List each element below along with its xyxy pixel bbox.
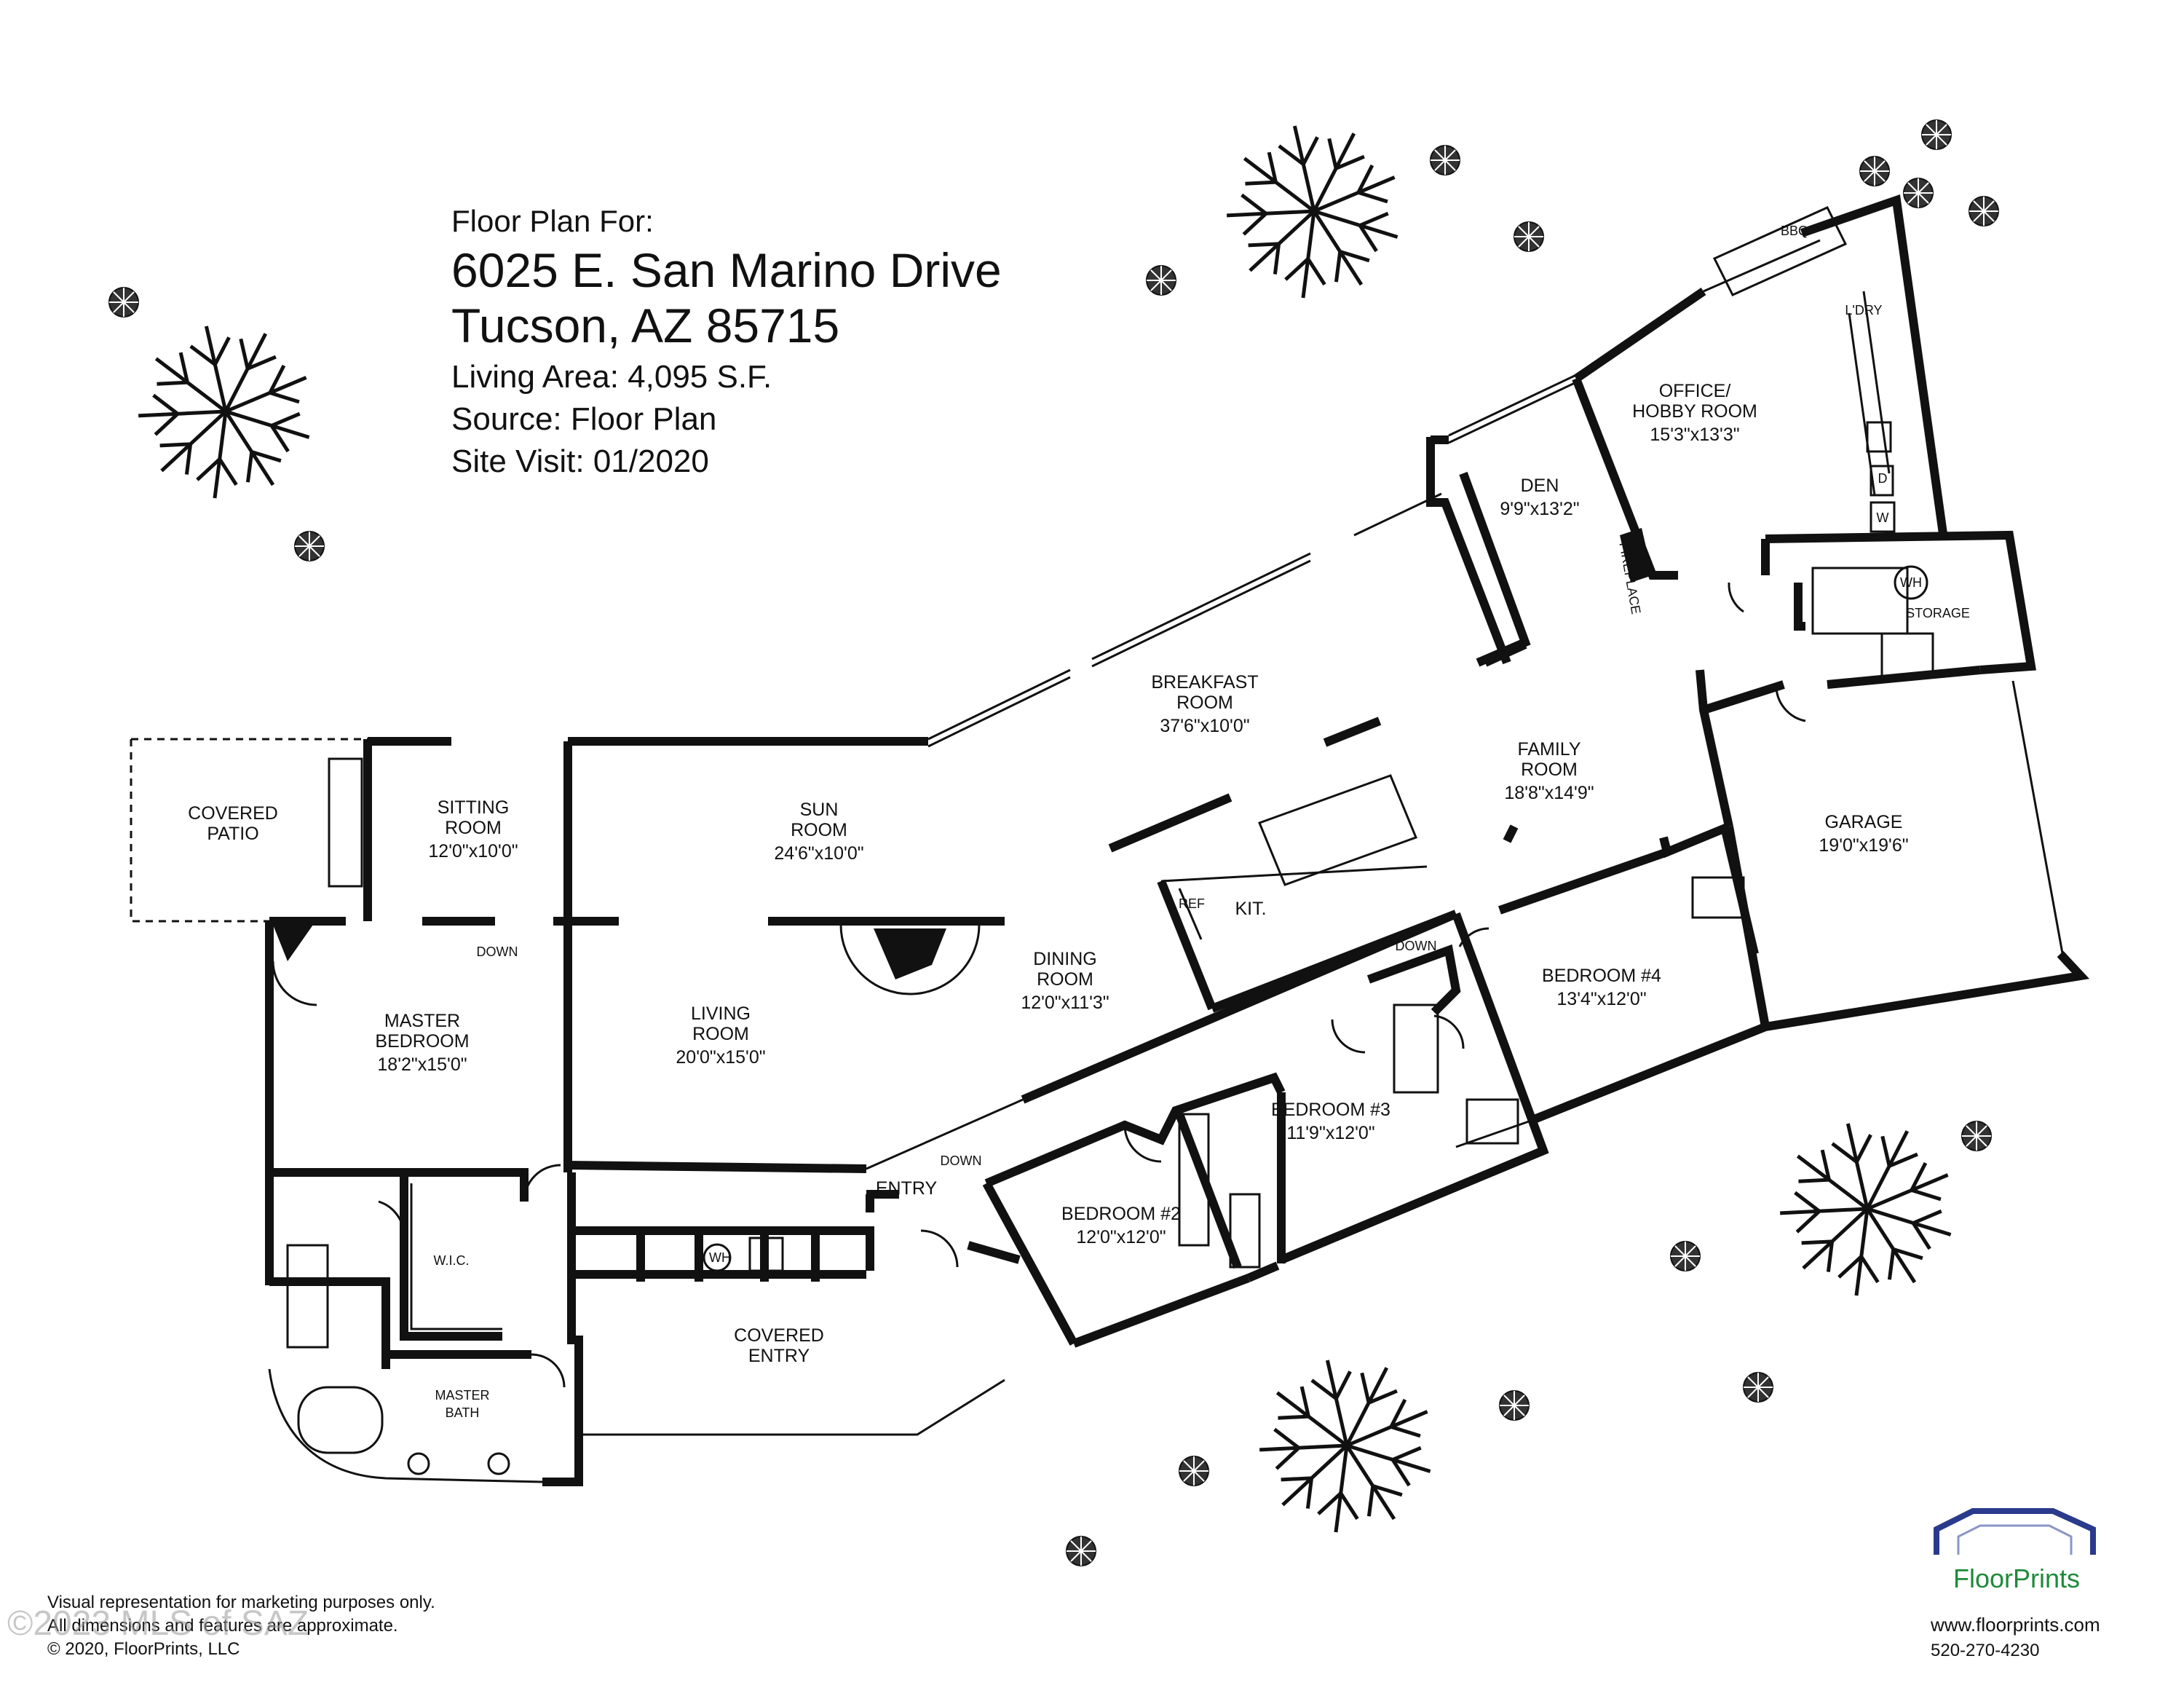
down-label-entry: DOWN [941, 1153, 982, 1168]
bbq-label: BBQ [1781, 224, 1808, 238]
shrub-icon [294, 531, 325, 561]
shrub-icon [1179, 1456, 1209, 1486]
dining-room-label-2: ROOM [1037, 969, 1093, 990]
shrub-icon [1514, 221, 1544, 252]
refrigerator-label: REF [1179, 896, 1205, 911]
kitchen-label: KIT. [1235, 899, 1266, 919]
breakfast-room-label-2: ROOM [1176, 693, 1233, 713]
garage-label: GARAGE [1825, 812, 1903, 832]
office-dim: 15'3"x13'3" [1650, 425, 1739, 445]
master-bath-label-2: BATH [446, 1405, 480, 1420]
dining-room-dim: 12'0"x11'3" [1021, 993, 1109, 1013]
shrub-icon [1499, 1390, 1530, 1421]
header-label: Floor Plan For: [451, 204, 654, 238]
covered-entry-label: COVERED [734, 1325, 824, 1346]
shrub-icon [1066, 1536, 1096, 1566]
header-living-area: Living Area: 4,095 S.F. [451, 359, 772, 395]
tree-icon [138, 326, 310, 499]
garage-dim: 19'0"x19'6" [1819, 835, 1908, 856]
shrub-icon [1146, 265, 1176, 296]
header-address: 6025 E. San Marino Drive [451, 243, 1002, 297]
family-room-label-2: ROOM [1521, 760, 1578, 780]
house-inner-icon [1957, 1524, 2073, 1555]
master-bedroom-label: MASTER [384, 1011, 460, 1031]
breakfast-room-label: BREAKFAST [1151, 672, 1258, 693]
office-label-2: HOBBY ROOM [1632, 401, 1757, 422]
covered-patio-label: COVERED [188, 803, 278, 824]
sitting-room-label: SITTING [438, 797, 510, 818]
header-site-visit: Site Visit: 01/2020 [451, 443, 709, 479]
bedroom-4-label: BEDROOM #4 [1542, 966, 1661, 986]
master-bath-label: MASTER [435, 1388, 489, 1403]
den-dim: 9'9"x13'2" [1500, 499, 1579, 519]
shrub-icon [108, 287, 139, 318]
interior-details [272, 291, 1934, 1475]
tree-icon [1227, 125, 1398, 299]
storage-label: STORAGE [1906, 606, 1970, 620]
office-label: OFFICE/ [1659, 381, 1731, 401]
washer-label: W [1877, 510, 1889, 525]
header-source: Source: Floor Plan [451, 401, 716, 437]
sun-room-label-2: ROOM [791, 820, 847, 840]
living-room-dim: 20'0"x15'0" [676, 1047, 765, 1068]
shrub-icon [1961, 1121, 1992, 1151]
breakfast-room-dim: 37'6"x10'0" [1160, 716, 1249, 736]
bedroom-2-dim: 12'0"x12'0" [1076, 1227, 1166, 1247]
covered-patio-label-2: PATIO [207, 824, 258, 844]
covered-patio-outline [130, 738, 368, 923]
living-room-label-2: ROOM [692, 1024, 749, 1044]
disclaimer-line-2: All dimensions and features are approxim… [47, 1616, 398, 1636]
floorprints-logo: FloorPrints www.floorprints.com 520-270-… [1930, 1508, 2100, 1660]
copyright-line: © 2020, FloorPrints, LLC [47, 1639, 240, 1659]
brand-website: www.floorprints.com [1930, 1614, 2100, 1636]
bedroom-4-dim: 13'4"x12'0" [1556, 989, 1646, 1009]
covered-entry-label-2: ENTRY [748, 1346, 810, 1366]
tree-icon [1259, 1360, 1431, 1533]
brand-phone: 520-270-4230 [1931, 1641, 2039, 1660]
shrub-icon [1903, 178, 1934, 208]
walls [265, 194, 2090, 1486]
shrub-icon [1430, 145, 1460, 175]
master-bedroom-label-2: BEDROOM [375, 1031, 469, 1052]
down-label-master: DOWN [477, 944, 518, 959]
wic-label: W.I.C. [434, 1253, 470, 1268]
shrub-icon [1859, 156, 1890, 186]
shrub-icon [1670, 1241, 1701, 1271]
header-city: Tucson, AZ 85715 [451, 299, 839, 352]
water-heater-label: WH [1900, 575, 1922, 590]
master-bedroom-dim: 18'2"x15'0" [377, 1054, 467, 1075]
room-labels: COVERED PATIO SITTING ROOM 12'0"x10'0" S… [188, 381, 1970, 1420]
shrub-icon [1969, 196, 1999, 226]
bedroom-2-label: BEDROOM #2 [1061, 1204, 1181, 1224]
dining-room-label: DINING [1033, 949, 1097, 969]
sitting-room-label-2: ROOM [445, 818, 502, 838]
sitting-room-dim: 12'0"x10'0" [428, 841, 518, 861]
disclaimer-line-1: Visual representation for marketing purp… [47, 1593, 435, 1612]
bedroom-3-dim: 11'9"x12'0" [1286, 1123, 1374, 1143]
house-outline-icon [1934, 1508, 2096, 1555]
living-room-label: LIVING [691, 1003, 751, 1024]
watermark-text: ©2023 MLS of SAZ [7, 1604, 309, 1643]
tree-icon [1780, 1123, 1952, 1296]
water-heater-label-2: WH [709, 1250, 731, 1265]
family-room-label: FAMILY [1517, 739, 1580, 760]
tree-symbols [108, 119, 1999, 1566]
laundry-label: L'DRY [1845, 303, 1882, 318]
plan-header: Floor Plan For: 6025 E. San Marino Drive… [451, 204, 1002, 479]
shrub-icon [1743, 1372, 1773, 1403]
brand-name: FloorPrints [1953, 1563, 2080, 1593]
shrub-icon [1921, 119, 1952, 150]
dryer-label: D [1878, 471, 1888, 486]
den-label: DEN [1521, 476, 1559, 496]
family-room-dim: 18'8"x14'9" [1504, 783, 1594, 803]
sun-room-label: SUN [800, 800, 839, 820]
footer: Visual representation for marketing purp… [7, 1593, 435, 1659]
sun-room-dim: 24'6"x10'0" [774, 843, 863, 864]
bedroom-3-label: BEDROOM #3 [1271, 1100, 1390, 1120]
entry-label: ENTRY [876, 1178, 938, 1199]
down-label-family: DOWN [1396, 939, 1437, 953]
